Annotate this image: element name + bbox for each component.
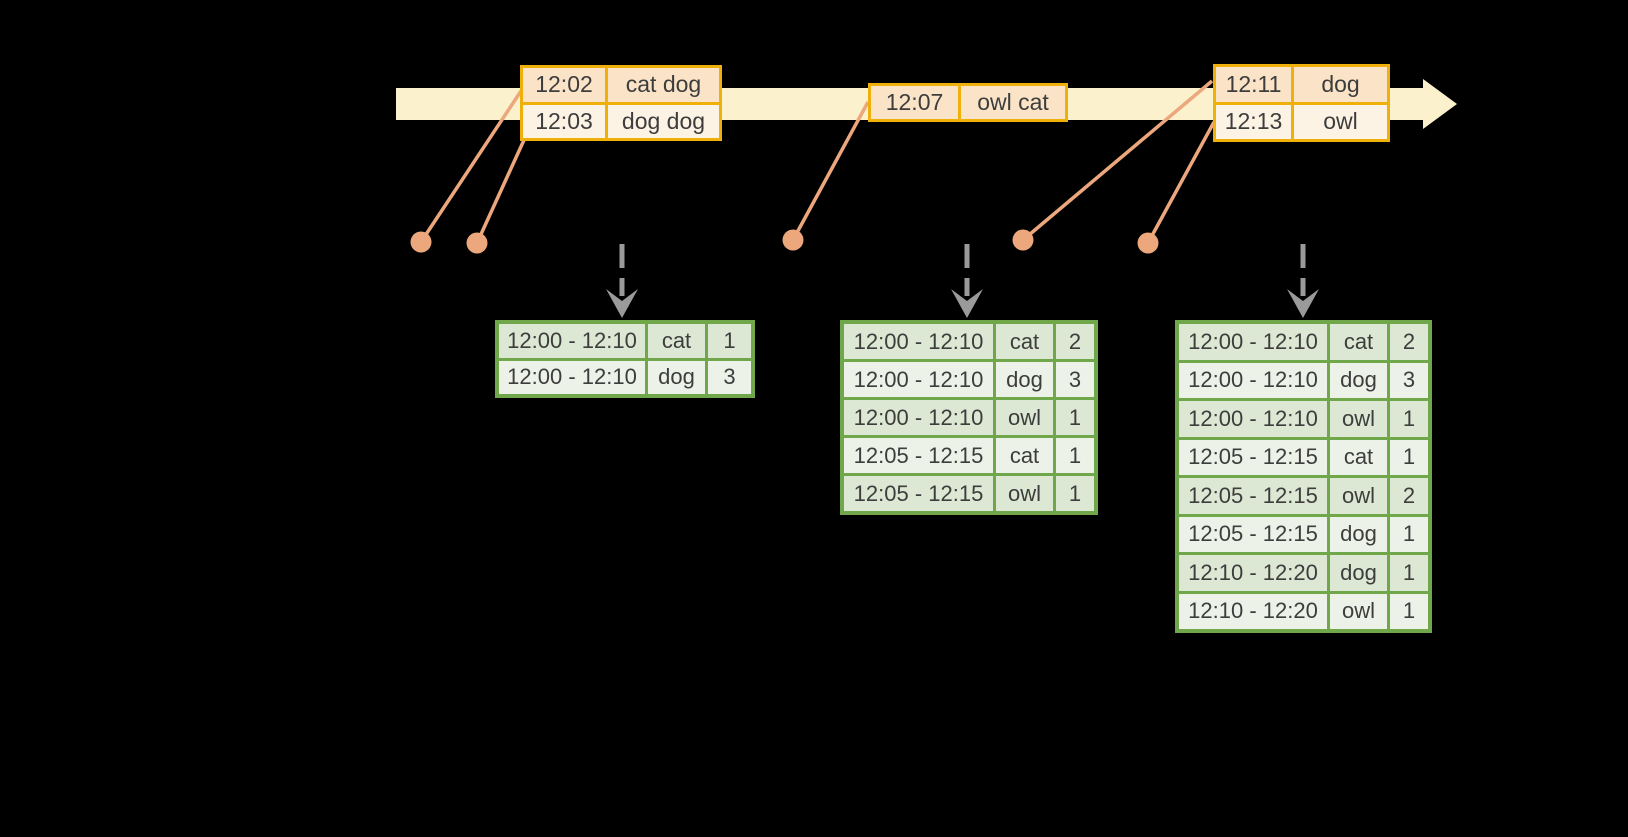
table-cell: 1 — [1390, 401, 1428, 437]
timeline-arrowhead-icon — [1423, 79, 1457, 129]
table-cell: cat — [648, 324, 705, 358]
table-cell: 1 — [708, 324, 751, 358]
table-cell: 12:02 — [523, 68, 605, 102]
table-cell: 12:00 - 12:10 — [844, 400, 993, 435]
connector-line — [419, 90, 523, 243]
table-cell: dog — [1330, 555, 1387, 591]
table-cell: 2 — [1056, 324, 1094, 359]
table-cell: 12:00 - 12:10 — [499, 324, 645, 358]
event-dot — [1137, 232, 1159, 254]
connector-line — [1146, 121, 1216, 244]
table-cell: 1 — [1390, 439, 1428, 475]
table-cell: 12:00 - 12:10 — [844, 324, 993, 359]
table-cell: 12:05 - 12:15 — [844, 476, 993, 511]
table-cell: 12:03 — [523, 104, 605, 138]
table-cell: 1 — [1390, 593, 1428, 629]
table-cell: cat — [996, 324, 1053, 359]
table-cell: 1 — [1390, 555, 1428, 591]
table-cell: owl — [996, 400, 1053, 435]
table-cell: 12:05 - 12:15 — [1179, 516, 1327, 552]
connector-line — [791, 101, 870, 241]
table-cell: 1 — [1056, 400, 1094, 435]
table-cell: dog — [1330, 362, 1387, 398]
trigger-arrow — [951, 244, 983, 318]
table-cell: 12:00 - 12:10 — [1179, 324, 1327, 360]
table-cell: dog — [1294, 67, 1387, 102]
event-dot — [782, 229, 804, 251]
table-cell: cat — [1330, 439, 1387, 475]
table-cell: owl — [996, 476, 1053, 511]
event-dot — [410, 231, 432, 253]
table-cell: 1 — [1056, 438, 1094, 473]
trigger-arrow — [606, 244, 638, 318]
table-cell: 12:00 - 12:10 — [844, 362, 993, 397]
table-cell: 2 — [1390, 478, 1428, 514]
table-cell: 12:11 — [1216, 67, 1291, 102]
table-cell: 1 — [1390, 516, 1428, 552]
table-cell: 3 — [1056, 362, 1094, 397]
table-cell: 12:05 - 12:15 — [844, 438, 993, 473]
table-cell: 12:05 - 12:15 — [1179, 478, 1327, 514]
table-cell: 12:00 - 12:10 — [1179, 401, 1327, 437]
table-cell: 12:13 — [1216, 104, 1291, 139]
table-cell: owl — [1330, 478, 1387, 514]
table-cell: 3 — [1390, 362, 1428, 398]
table-cell: 12:10 - 12:20 — [1179, 555, 1327, 591]
connector-line — [1021, 79, 1214, 242]
table-cell: cat — [1330, 324, 1387, 360]
connector-line — [475, 139, 526, 244]
table-cell: 12:10 - 12:20 — [1179, 593, 1327, 629]
table-cell: owl — [1294, 104, 1387, 139]
table-cell: cat dog — [608, 68, 719, 102]
table-cell: owl — [1330, 593, 1387, 629]
table-cell: 12:00 - 12:10 — [499, 360, 645, 394]
table-cell: dog — [996, 362, 1053, 397]
table-cell: dog — [1330, 516, 1387, 552]
table-cell: owl — [1330, 401, 1387, 437]
table-cell: 12:07 — [871, 86, 958, 119]
table-cell: 3 — [708, 360, 751, 394]
table-cell: owl cat — [961, 86, 1065, 119]
table-cell: dog dog — [608, 104, 719, 138]
table-cell: 12:00 - 12:10 — [1179, 362, 1327, 398]
table-cell: 1 — [1056, 476, 1094, 511]
event-dot — [1012, 229, 1034, 251]
table-cell: cat — [996, 438, 1053, 473]
trigger-arrow — [1287, 244, 1319, 318]
table-cell: 2 — [1390, 324, 1428, 360]
table-cell: dog — [648, 360, 705, 394]
table-cell: 12:05 - 12:15 — [1179, 439, 1327, 475]
event-dot — [466, 232, 488, 254]
